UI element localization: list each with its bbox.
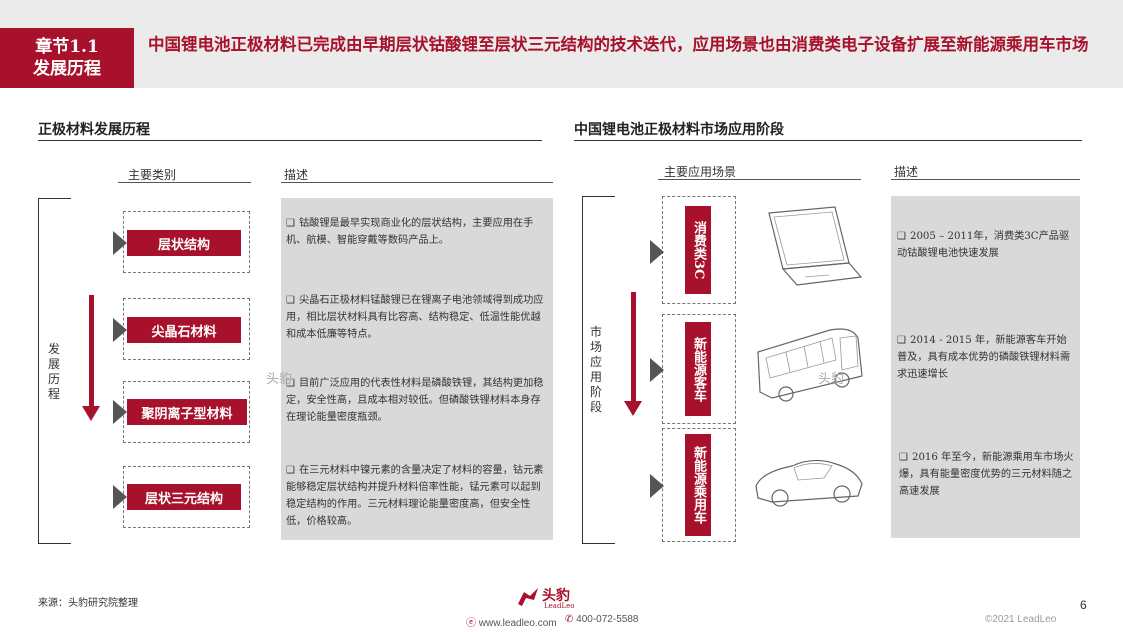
left-col-category-rule bbox=[118, 182, 251, 183]
left-col-category-header: 主要类别 bbox=[128, 168, 177, 182]
left-section-rule bbox=[38, 140, 542, 141]
right-item-label-2: 新能源客车 bbox=[685, 322, 711, 416]
page-title: 中国锂电池正极材料已完成由早期层状钴酸锂至层状三元结构的技术迭代，应用场景也由消… bbox=[148, 35, 1089, 54]
section-tag-name: 发展历程 bbox=[33, 59, 101, 79]
phone-icon: ✆ bbox=[565, 614, 574, 625]
right-item-desc-2: ❑2014 - 2015 年，新能源客车开始普及，具有成本优势的磷酸铁锂材料需求… bbox=[897, 335, 1071, 380]
left-item-desc-3: ❑目前广泛应用的代表性材料是磷酸铁锂，其结构更加稳定，安全性高，且成本相对较低。… bbox=[286, 378, 544, 423]
leopard-logo-icon bbox=[518, 588, 538, 606]
footer-brand-sub: LeadLeo bbox=[544, 602, 575, 610]
right-col-scene-rule bbox=[658, 179, 861, 180]
right-arrow-shaft bbox=[631, 292, 636, 402]
left-item-desc-4: ❑在三元材料中镍元素的含量决定了材料的容量，钴元素能够稳定层状结构并提升材料倍率… bbox=[286, 465, 544, 527]
watermark-right: 头豹 bbox=[818, 372, 845, 387]
right-side-label: 市场应用阶段 bbox=[589, 325, 602, 414]
chevron-right-icon bbox=[650, 474, 664, 498]
chevron-right-icon bbox=[113, 400, 127, 424]
right-col-desc-header: 描述 bbox=[894, 165, 919, 179]
left-section-title: 正极材料发展历程 bbox=[38, 122, 150, 138]
left-item-label-1: 层状结构 bbox=[127, 230, 241, 256]
left-col-desc-header: 描述 bbox=[284, 168, 309, 182]
chevron-right-icon bbox=[113, 485, 127, 509]
right-bracket bbox=[582, 196, 615, 544]
right-col-scene-header: 主要应用场景 bbox=[664, 165, 737, 179]
right-item-desc-1: ❑2005 – 2011年，消费类3C产品驱动钴酸锂电池快速发展 bbox=[897, 231, 1070, 259]
chevron-right-icon bbox=[650, 240, 664, 264]
right-section-title: 中国锂电池正极材料市场应用阶段 bbox=[574, 122, 784, 138]
chevron-right-icon bbox=[113, 318, 127, 342]
left-col-desc-rule bbox=[281, 182, 553, 183]
right-item-label-3: 新能源乘用车 bbox=[685, 434, 711, 536]
copyright: ©2021 LeadLeo bbox=[985, 614, 1057, 625]
left-item-desc-2: ❑尖晶石正极材料锰酸锂已在锂离子电池领域得到成功应用，相比层状材料具有比容高、结… bbox=[286, 295, 544, 340]
left-side-label: 发展历程 bbox=[47, 342, 60, 401]
section-tag: 章节1.1 发展历程 bbox=[0, 28, 134, 88]
bus-icon bbox=[757, 328, 863, 402]
sports-car-icon bbox=[755, 459, 863, 507]
right-item-desc-3: ❑2016 年至今，新能源乘用车市场火爆，具有能量密度优势的三元材料随之高速发展 bbox=[899, 452, 1074, 497]
section-tag-number: 章节1.1 bbox=[35, 37, 99, 57]
chevron-right-icon bbox=[113, 231, 127, 255]
laptop-icon bbox=[768, 206, 863, 286]
right-section-rule bbox=[574, 140, 1082, 141]
left-item-label-4: 层状三元结构 bbox=[127, 484, 241, 510]
right-item-box-1 bbox=[662, 196, 736, 304]
globe-icon: ⓔ bbox=[466, 618, 476, 629]
source-note: 来源：头豹研究院整理 bbox=[38, 598, 138, 609]
footer-website[interactable]: ⓔ www.leadleo.com bbox=[466, 618, 557, 629]
left-arrow-head bbox=[82, 406, 100, 421]
left-item-desc-1: ❑钴酸锂是最早实现商业化的层状结构，主要应用在手机、航模、智能穿戴等数码产品上。 bbox=[286, 218, 534, 246]
right-arrow-head bbox=[624, 401, 642, 416]
watermark-left: 头豹 bbox=[266, 372, 293, 387]
right-item-label-1: 消费类3C bbox=[685, 206, 711, 294]
footer-brand-name: 头豹 bbox=[542, 588, 570, 604]
page-number: 6 bbox=[1080, 598, 1087, 612]
right-desc-panel bbox=[891, 196, 1080, 538]
left-item-label-3: 聚阴离子型材料 bbox=[127, 399, 247, 425]
chevron-right-icon bbox=[650, 358, 664, 382]
left-arrow-shaft bbox=[89, 295, 94, 407]
left-item-label-2: 尖晶石材料 bbox=[127, 317, 241, 343]
right-col-desc-rule bbox=[891, 179, 1080, 180]
header-band bbox=[0, 0, 1123, 88]
footer-phone: ✆ 400-072-5588 bbox=[565, 614, 639, 625]
left-desc-panel bbox=[281, 198, 553, 540]
left-bracket bbox=[38, 198, 71, 544]
